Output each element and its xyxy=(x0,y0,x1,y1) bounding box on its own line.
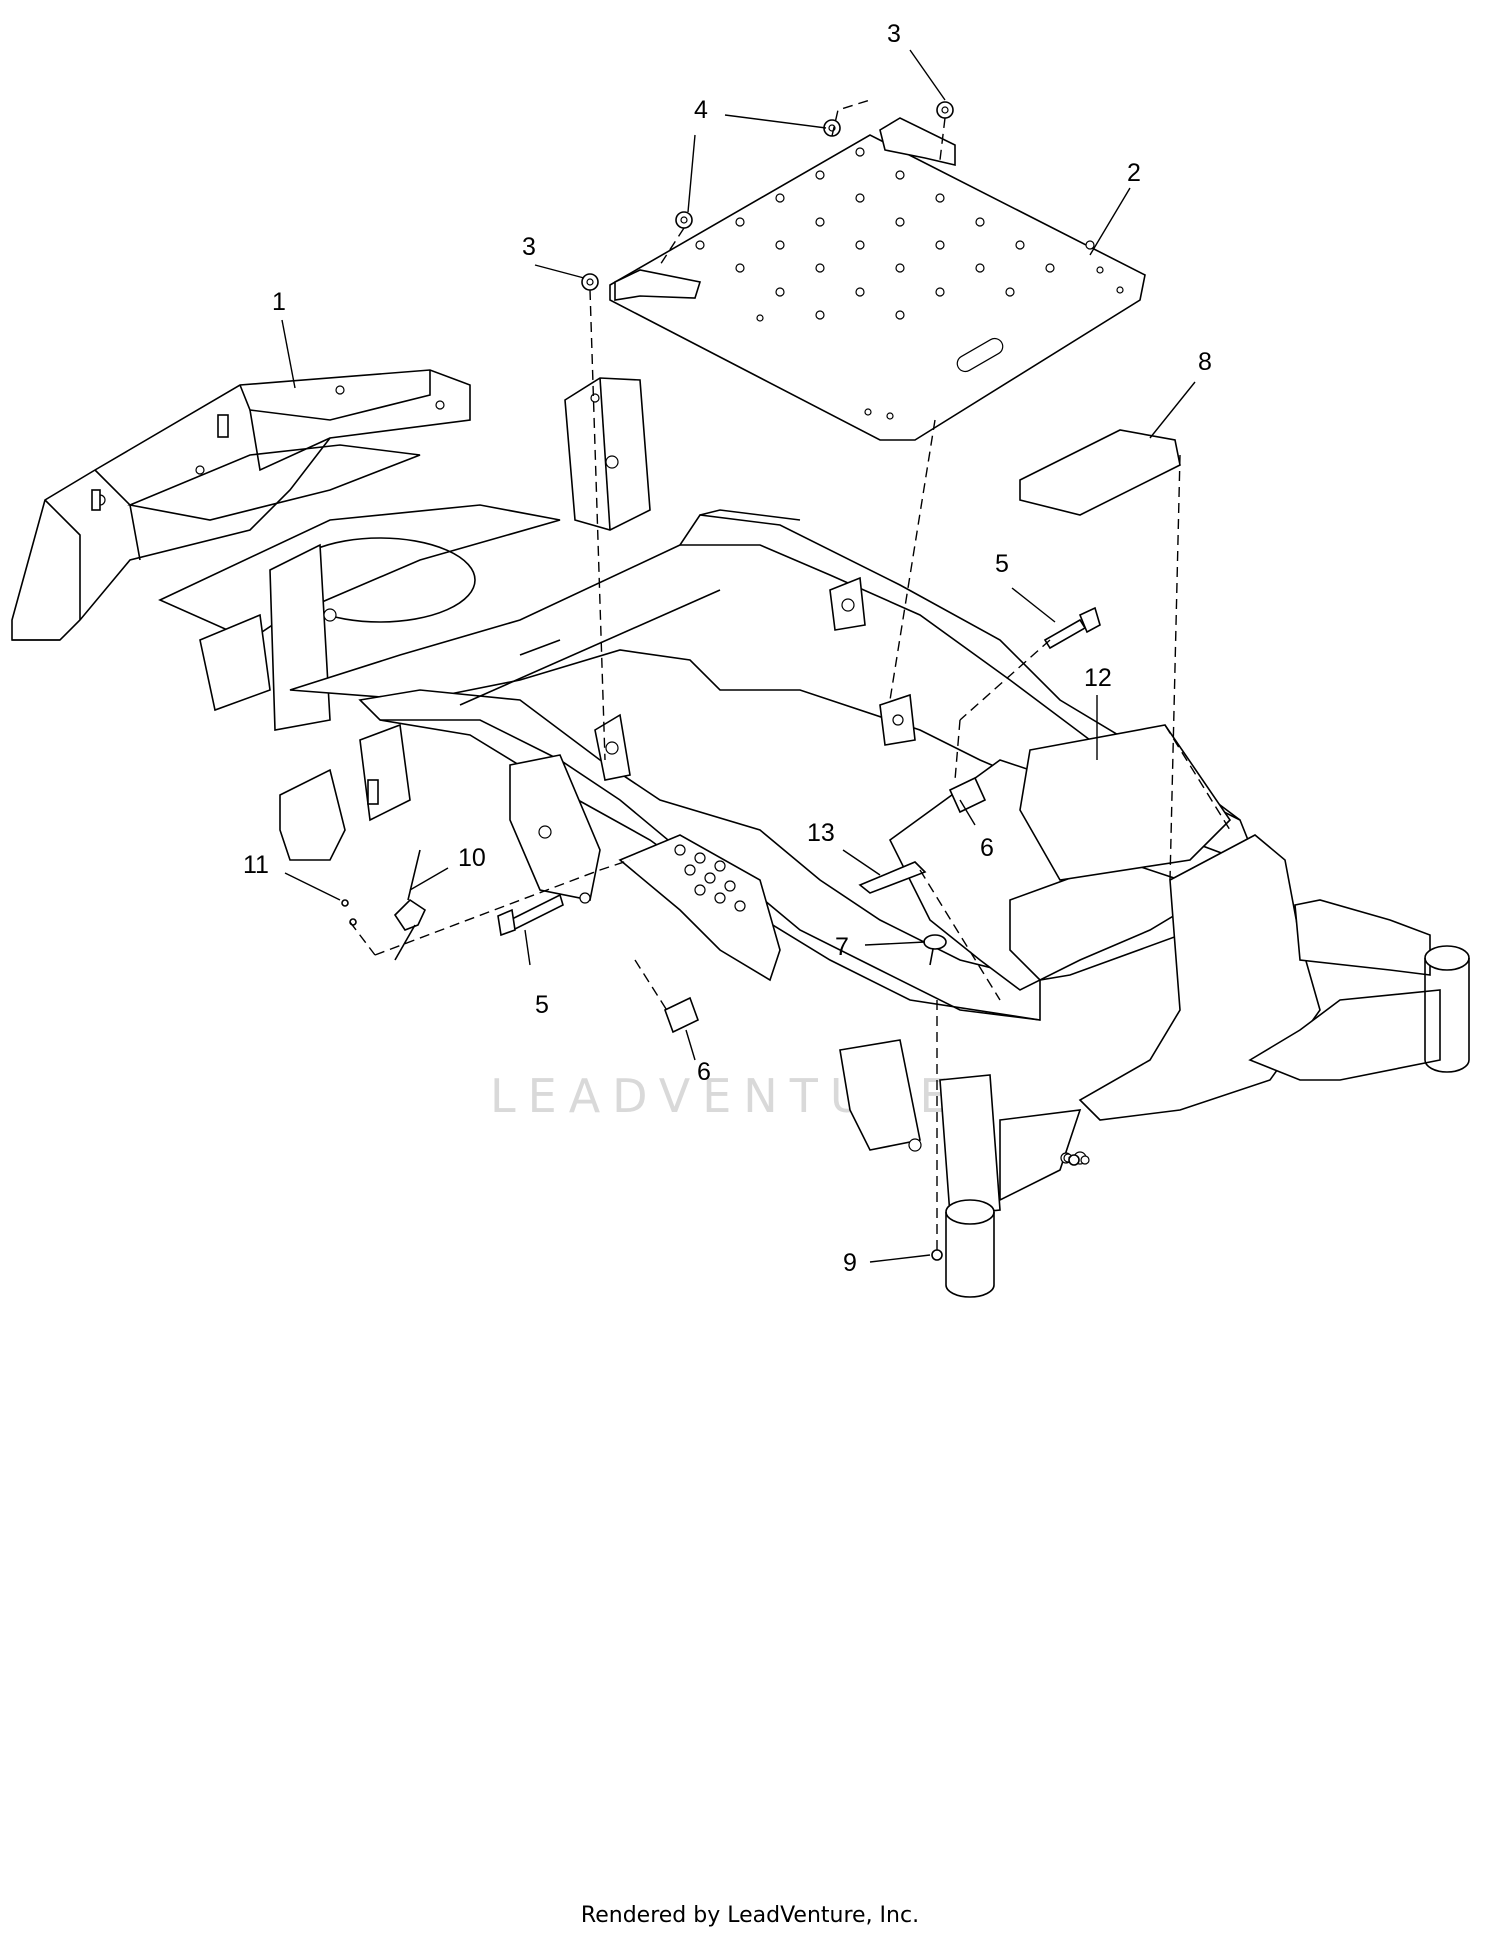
seat-plate xyxy=(609,117,1146,441)
callout-12: 12 xyxy=(1084,664,1112,692)
callout-1: 1 xyxy=(272,288,286,316)
callout-11: 11 xyxy=(243,851,269,879)
frame-chassis xyxy=(11,369,1470,1298)
callout-5-left: 5 xyxy=(535,991,549,1019)
callout-3-top: 3 xyxy=(887,20,901,48)
footrest-holes xyxy=(674,844,746,912)
assembly-lines xyxy=(349,99,1231,1250)
callout-9: 9 xyxy=(843,1249,857,1277)
footer-credit: Rendered by LeadVenture, Inc. xyxy=(580,1903,920,1928)
callout-8: 8 xyxy=(1198,348,1212,376)
callout-10: 10 xyxy=(458,844,486,872)
seat-pad xyxy=(1019,429,1181,516)
hardware xyxy=(341,101,1101,1261)
callout-4: 4 xyxy=(694,96,708,124)
seat-plate-holes xyxy=(695,147,1124,420)
callout-5-right: 5 xyxy=(995,550,1009,578)
callouts: 1 2 3 3 4 8 5 12 6 13 7 5 6 9 10 11 xyxy=(243,20,1212,1277)
decal xyxy=(858,861,927,894)
callout-7: 7 xyxy=(835,933,849,961)
callout-6-right: 6 xyxy=(980,834,994,862)
callout-6-left: 6 xyxy=(697,1058,711,1086)
callout-3-left: 3 xyxy=(522,233,536,261)
callout-13: 13 xyxy=(807,819,835,847)
callout-2: 2 xyxy=(1127,159,1141,187)
leader-lines xyxy=(281,49,1196,1263)
